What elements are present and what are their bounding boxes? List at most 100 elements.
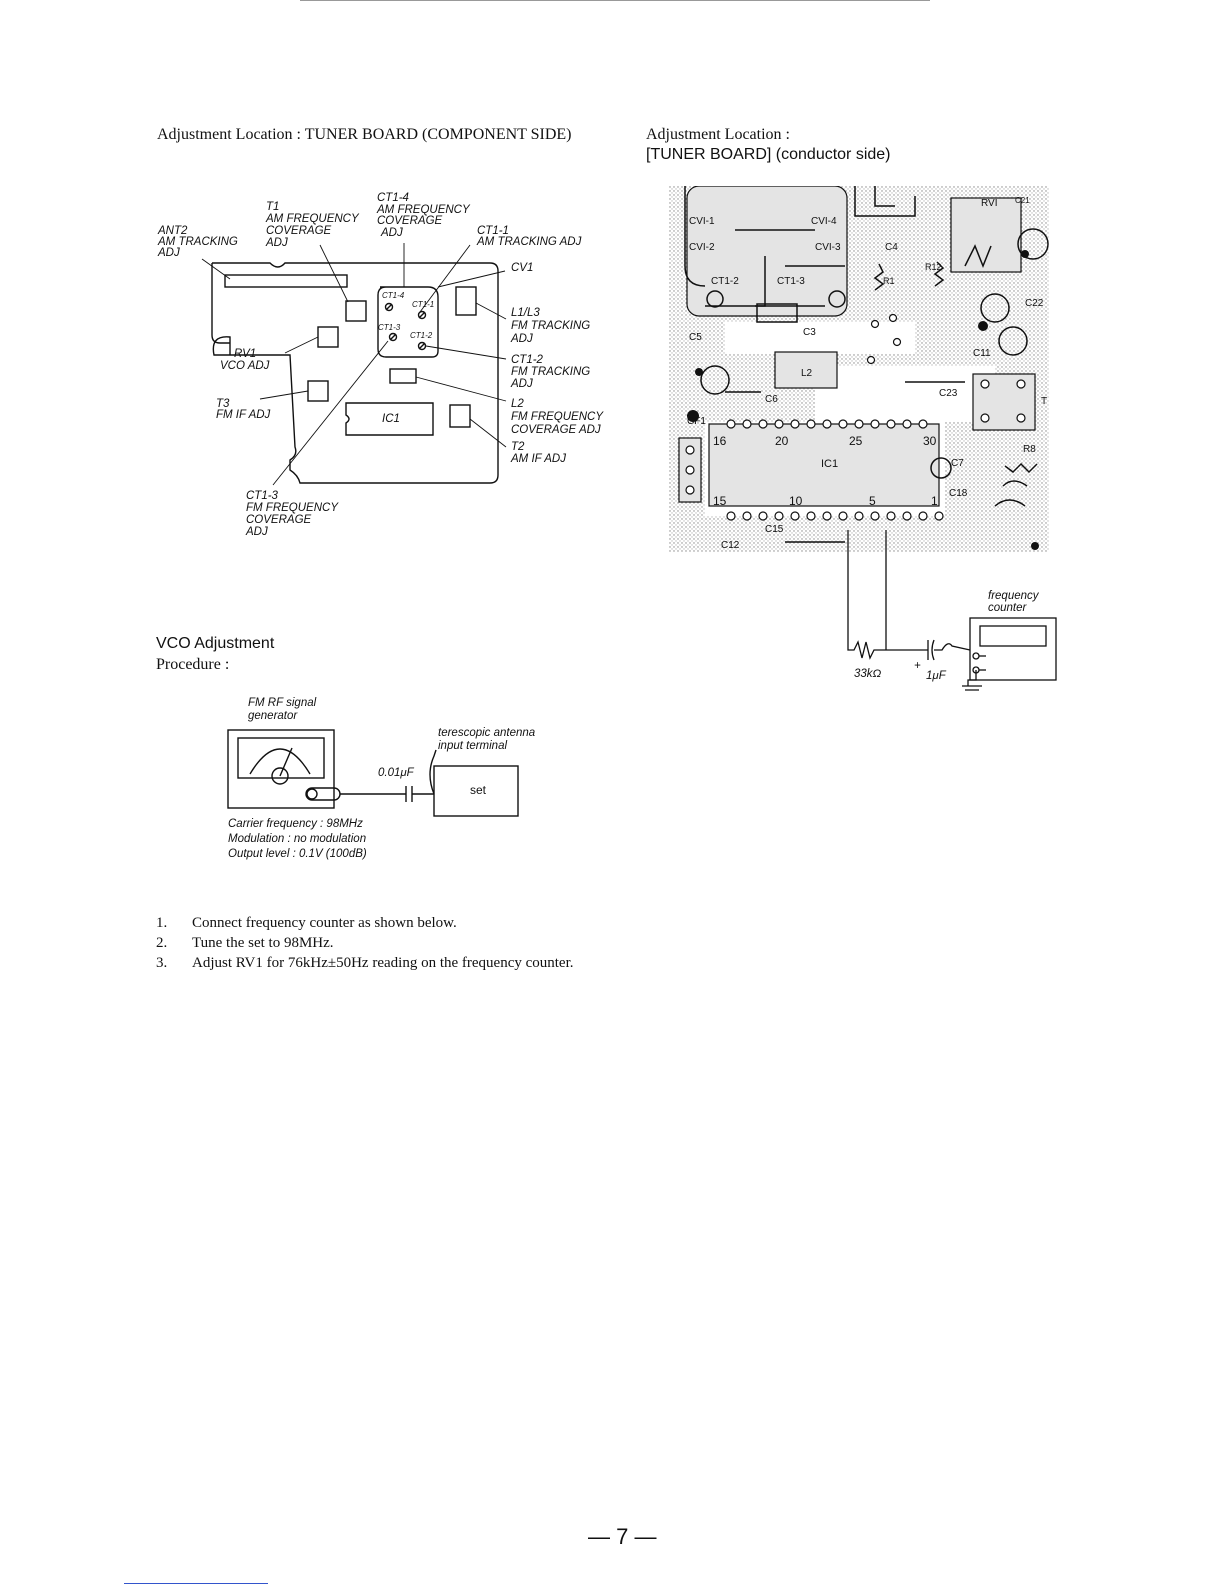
pcb-label-cf1: CF1 (687, 416, 706, 427)
pcb-label-r1: R1 (883, 276, 895, 286)
component-side-diagram: CT1-4 AM FREQUENCY COVERAGE ADJ T1 AM FR… (150, 185, 620, 555)
inner-label-ct1-4: CT1-4 (382, 291, 405, 300)
pcb-label-c6: C6 (765, 394, 778, 405)
label-ct1-3-desc-2: COVERAGE (246, 514, 312, 526)
label-ct1-4-desc-3: ADJ (381, 227, 403, 239)
capacitor-value: 1μF (926, 670, 946, 682)
label-ct1-4-desc-2: COVERAGE (377, 215, 443, 227)
pcb-label-cv1-4: CVI-4 (811, 216, 837, 227)
capacitor-label: 0.01μF (378, 767, 414, 779)
step-text: Adjust RV1 for 76kHz±50Hz reading on the… (192, 955, 574, 971)
label-l2-desc-1: FM FREQUENCY (511, 411, 603, 423)
label-ct1-1-desc: AM TRACKING ADJ (477, 236, 582, 248)
counter-label-line1: frequency (988, 590, 1039, 602)
label-ct1-4-desc-1: AM FREQUENCY (377, 204, 470, 216)
label-t3-desc: FM IF ADJ (216, 409, 271, 421)
counter-wiring (847, 530, 1057, 691)
label-rv1-desc: VCO ADJ (220, 360, 270, 372)
pcb-label-pin25: 25 (849, 434, 863, 448)
output-level: Output level : 0.1V (100dB) (228, 848, 367, 860)
generator-label-line1: FM RF signal (248, 697, 317, 709)
label-l1l3: L1/L3 (511, 307, 540, 319)
pcb-label-pin10: 10 (789, 494, 803, 508)
label-l1l3-desc-1: FM TRACKING (511, 320, 591, 332)
label-l2-desc-2: COVERAGE ADJ (511, 424, 601, 436)
left-heading: Adjustment Location : TUNER BOARD (COMPO… (157, 126, 572, 143)
label-ct1-3-desc-1: FM FREQUENCY (246, 502, 338, 514)
label-ct1-4: CT1-4 (377, 192, 409, 204)
vco-wiring (227, 729, 519, 817)
step-text: Connect frequency counter as shown below… (192, 915, 457, 931)
label-t1-desc-2: COVERAGE (266, 225, 332, 237)
carrier-frequency: Carrier frequency : 98MHz (228, 818, 363, 830)
step-item: 3. Adjust RV1 for 76kHz±50Hz reading on t… (156, 953, 574, 973)
page-number: — 7 — (588, 1524, 657, 1549)
vco-procedure: Procedure : (156, 656, 230, 673)
trimmer-block (377, 286, 439, 358)
label-ct1-2-desc-2: ADJ (511, 378, 533, 390)
label-t2: T2 (511, 441, 525, 453)
set-label: set (470, 783, 487, 797)
board-outline (212, 262, 499, 484)
step-item: 1.Connect frequency counter as shown bel… (156, 913, 574, 933)
pcb-drawing (669, 185, 1049, 552)
label-t1: T1 (266, 201, 280, 213)
pcb-label-c7: C7 (951, 458, 964, 469)
label-t3: T3 (216, 398, 230, 410)
counter-label-line2: counter (988, 602, 1027, 614)
pcb-label-ct1-2: CT1-2 (711, 276, 739, 287)
inner-label-ct1-1: CT1-1 (412, 300, 435, 309)
pcb-label-c18: C18 (949, 488, 968, 499)
step-number: 2. (156, 935, 168, 951)
pcb-label-c3: C3 (803, 327, 816, 338)
step-number: 3. (156, 955, 168, 971)
label-l2: L2 (511, 398, 524, 410)
label-ct1-2-desc-1: FM TRACKING (511, 366, 591, 378)
vco-title: VCO Adjustment (156, 635, 275, 652)
step-text: Tune the set to 98MHz. (192, 935, 334, 951)
inner-label-ct1-3: CT1-3 (378, 323, 401, 332)
pcb-label-pin30: 30 (923, 434, 937, 448)
pcb-label-cv1-1: CVI-1 (689, 216, 715, 227)
right-heading-line2: [TUNER BOARD] (conductor side) (646, 146, 891, 163)
label-ant2-desc-2: ADJ (158, 247, 180, 259)
pcb-label-rv1: RVI (981, 198, 998, 209)
label-ic1: IC1 (382, 413, 400, 425)
vco-setup-diagram: FM RF signal generator terescopic antenn… (220, 690, 560, 870)
label-t1-desc-3: ADJ (266, 237, 288, 249)
resistor-value: 33kΩ (854, 668, 882, 680)
modulation: Modulation : no modulation (228, 833, 367, 845)
label-ct1-2: CT1-2 (511, 354, 543, 366)
label-rv1: RV1 (234, 348, 257, 360)
label-ct1-3: CT1-3 (246, 490, 278, 502)
label-t1-desc-1: AM FREQUENCY (266, 213, 359, 225)
component-side-drawing (201, 243, 507, 486)
pcb-label-r8: R8 (1023, 444, 1036, 455)
label-ant2-desc-1: AM TRACKING (158, 236, 238, 248)
antenna-label-line1: terescopic antenna (438, 727, 536, 739)
pcb-label-c23: C23 (939, 388, 958, 399)
pcb-label-pin15: 15 (713, 494, 727, 508)
label-t2-desc: AM IF ADJ (511, 453, 566, 465)
inner-label-ct1-2: CT1-2 (410, 331, 433, 340)
step-item: 2. Tune the set to 98MHz. (156, 933, 574, 953)
label-ct1-1: CT1-1 (477, 225, 509, 237)
pcb-label-l2: L2 (801, 368, 813, 379)
pcb-label-pin20: 20 (775, 434, 789, 448)
antenna-label-line2: input terminal (438, 740, 508, 752)
pcb-label-c15: C15 (765, 524, 784, 535)
frequency-counter-setup: frequency counter 33kΩ + 1μF (830, 520, 1070, 710)
generator-label-line2: generator (248, 710, 298, 722)
pcb-label-pin5: 5 (869, 494, 876, 508)
pcb-label-c11: C11 (973, 348, 991, 359)
pcb-label-pin1: 1 (931, 494, 938, 508)
label-ct1-3-desc-3: ADJ (246, 526, 268, 538)
pcb-label-t: T (1041, 396, 1048, 407)
pcb-label-c4: C4 (885, 242, 898, 253)
top-rule (300, 0, 930, 1)
pcb-label-c12: C12 (721, 540, 740, 551)
pcb-label-r12: R12 (925, 262, 942, 272)
pcb-label-cv1-3: CVI-3 (815, 242, 841, 253)
pcb-label-c21: C21 (1015, 196, 1030, 205)
pcb-label-ic1: IC1 (821, 458, 839, 470)
